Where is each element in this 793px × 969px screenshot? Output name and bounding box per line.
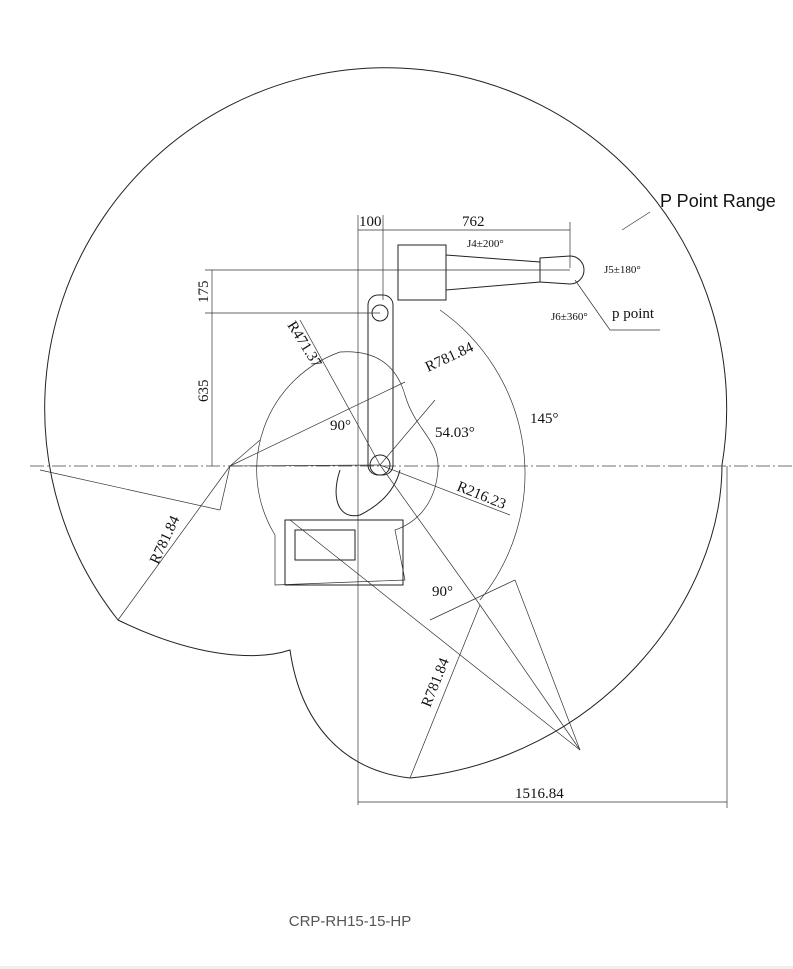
dim-1516: 1516.84 — [515, 786, 564, 802]
j6-range: J6±360° — [551, 311, 588, 323]
dimension-lines — [39, 211, 728, 808]
radius-471: R471.37 — [284, 319, 325, 371]
angle-145: 145° — [530, 411, 559, 427]
p-point-range-envelope — [44, 67, 728, 779]
angle-90-upper: 90° — [330, 418, 351, 434]
robot-arm — [294, 244, 585, 561]
j4-range: J4±200° — [467, 238, 504, 250]
divider — [0, 966, 793, 969]
dim-100: 100 — [359, 214, 382, 230]
j3-arc — [439, 309, 526, 601]
p-point-label: p point — [612, 306, 655, 322]
radius-781-upper: R781.84 — [423, 339, 477, 375]
model-caption: CRP-RH15-15-HP — [288, 913, 412, 930]
p-point-range-label: P Point Range — [660, 191, 776, 211]
dim-635: 635 — [196, 380, 212, 403]
dim-175: 175 — [196, 281, 212, 304]
angle-90-lower: 90° — [432, 584, 453, 600]
radius-781-left: R781.84 — [147, 513, 183, 567]
radius-781-lower: R781.84 — [419, 656, 453, 710]
dim-762: 762 — [462, 214, 485, 230]
inner-envelope — [256, 351, 439, 586]
radius-216: R216.23 — [455, 479, 509, 513]
angle-54: 54.03° — [435, 425, 475, 441]
robot-base — [284, 519, 404, 586]
j5-range: J5±180° — [604, 264, 641, 276]
